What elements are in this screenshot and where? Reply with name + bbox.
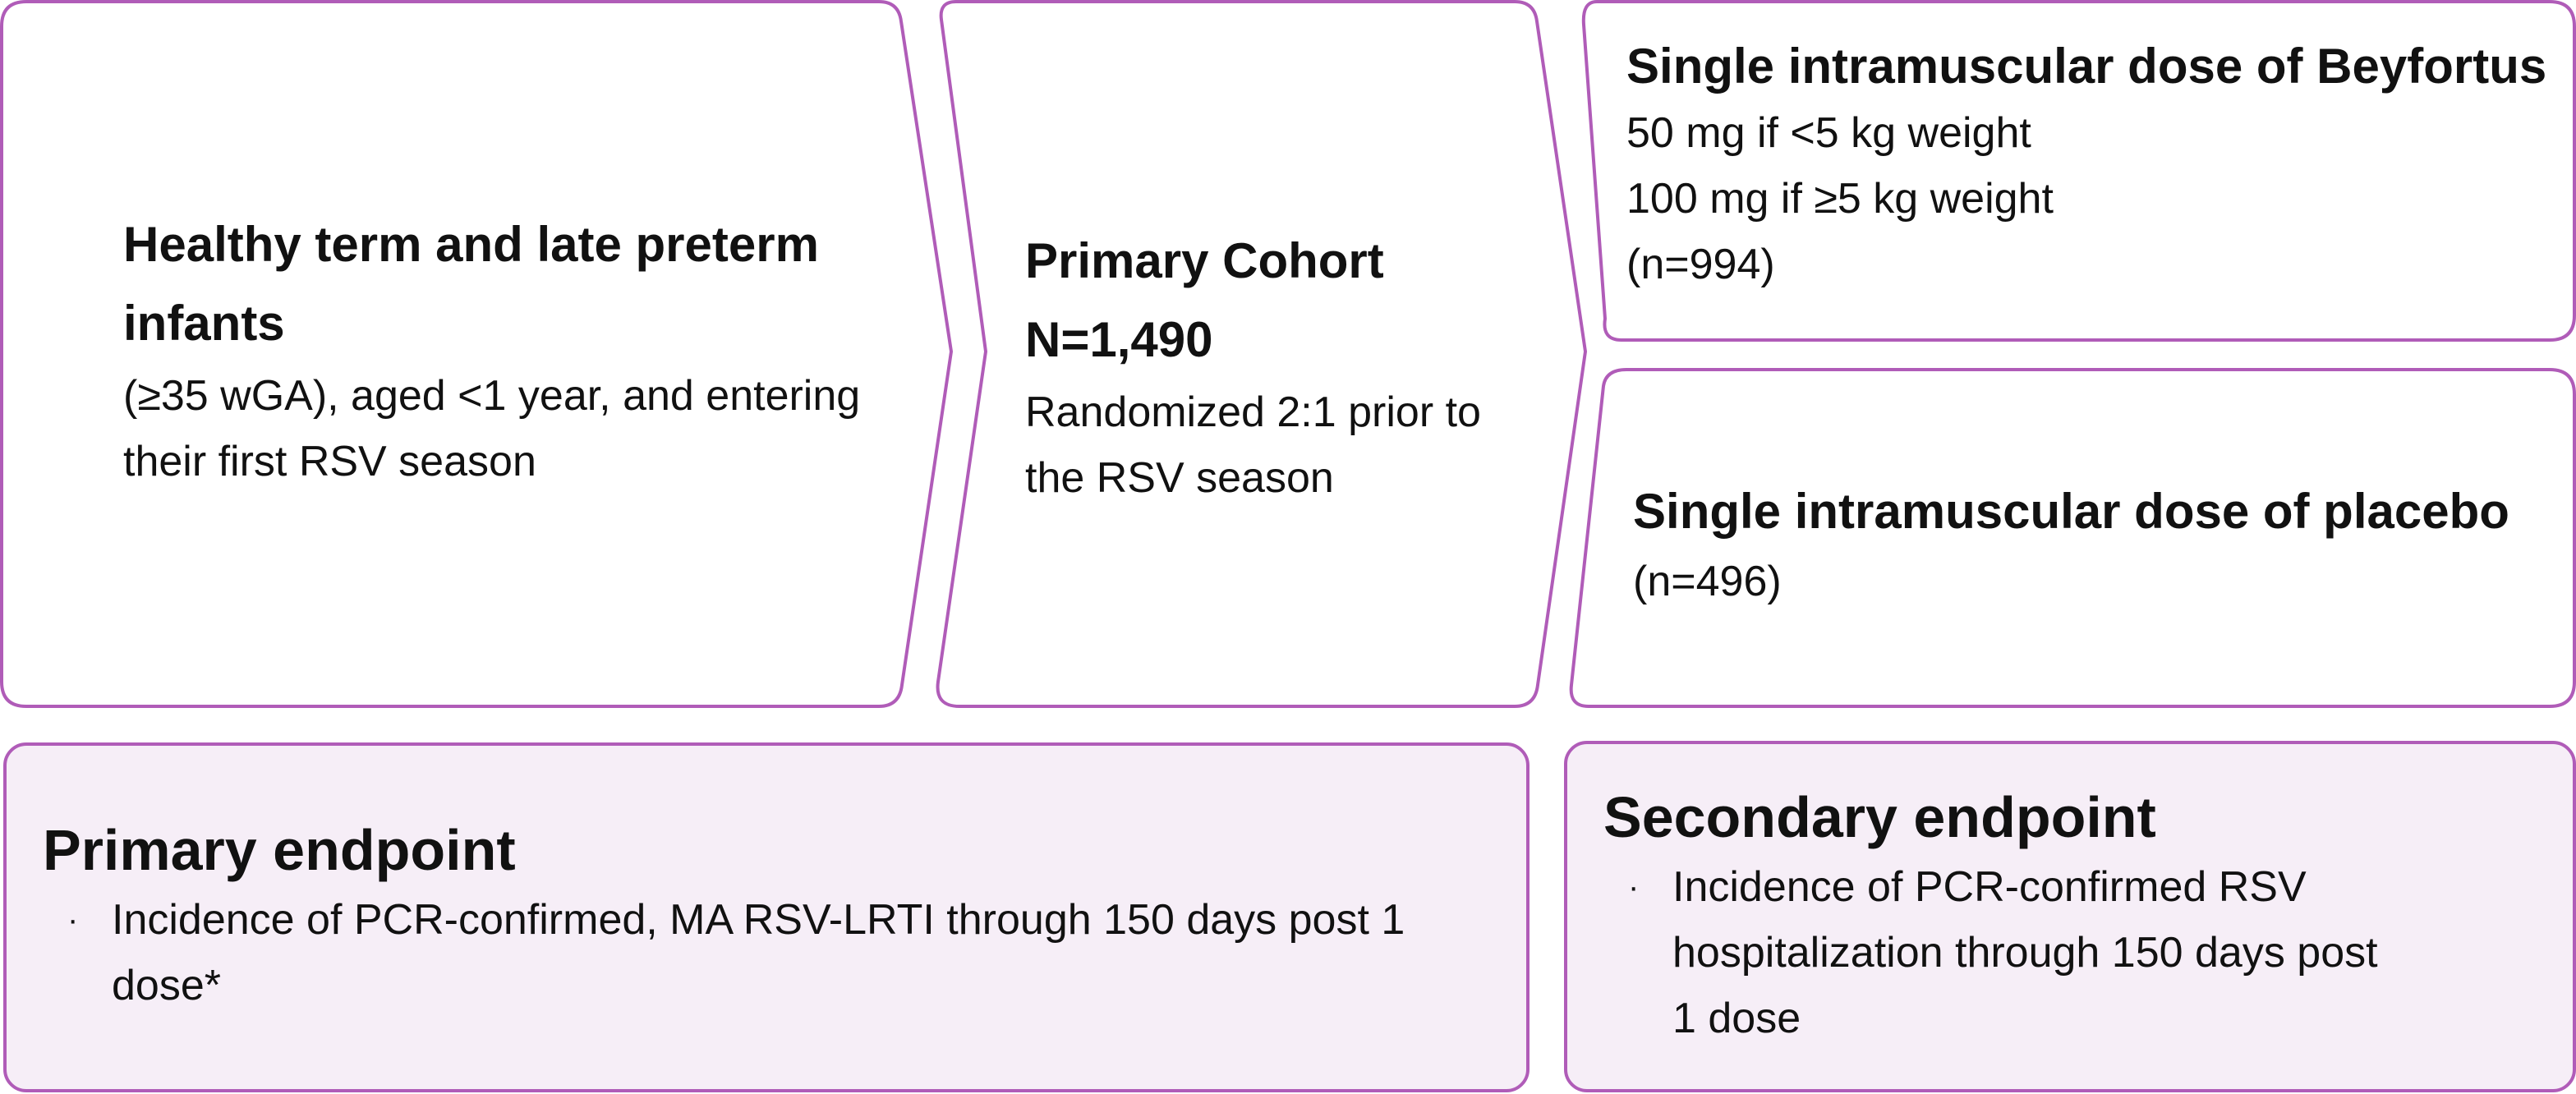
beyfortus-dose-high: 100 mg if ≥5 kg weight (1626, 175, 2054, 223)
primary-endpoint-box (3, 742, 1530, 1092)
cohort-title: Primary Cohort (1025, 233, 1384, 288)
primary-endpoint-list: · Incidence of PCR-confirmed, MA RSV-LRT… (43, 887, 1488, 1018)
population-heading: Healthy term and late preterm infants (123, 217, 819, 351)
beyfortus-arm-box (1581, 0, 2576, 342)
secondary-endpoint-title: Secondary endpoint (1603, 785, 2156, 849)
secondary-endpoint-box (1564, 741, 2576, 1092)
cohort-text: Primary Cohort N=1,490 Randomized 2:1 pr… (1025, 222, 1551, 511)
bullet-dot-icon: · (67, 902, 79, 938)
cohort-detail: Randomized 2:1 prior to the RSV season (1025, 388, 1481, 502)
placebo-arm-text: Single intramuscular dose of placebo (n=… (1633, 475, 2561, 614)
placebo-count: (n=496) (1633, 558, 1782, 605)
beyfortus-heading: Single intramuscular dose of Beyfortus (1626, 39, 2547, 94)
placebo-arm-box (1569, 368, 2576, 708)
beyfortus-arm-text: Single intramuscular dose of Beyfortus 5… (1626, 33, 2555, 297)
cohort-box (936, 0, 1587, 708)
primary-endpoint-bullet-text: Incidence of PCR-confirmed, MA RSV-LRTI … (112, 896, 1405, 1009)
primary-endpoint-item: · Incidence of PCR-confirmed, MA RSV-LRT… (43, 887, 1442, 1018)
secondary-endpoint-list: · Incidence of PCR-confirmed RSV hospita… (1603, 854, 2548, 1051)
primary-endpoint-title: Primary endpoint (43, 818, 516, 882)
bullet-dot-icon: · (1628, 869, 1640, 905)
beyfortus-count: (n=994) (1626, 241, 1775, 288)
population-box (0, 0, 953, 708)
placebo-heading: Single intramuscular dose of placebo (1633, 484, 2509, 539)
secondary-endpoint-bullet-text: Incidence of PCR-confirmed RSV hospitali… (1672, 863, 2378, 1042)
secondary-endpoint-text: Secondary endpoint · Incidence of PCR-co… (1603, 780, 2548, 1051)
secondary-endpoint-item: · Incidence of PCR-confirmed RSV hospita… (1603, 854, 2412, 1051)
cohort-count: N=1,490 (1025, 312, 1213, 367)
population-text: Healthy term and late preterm infants (≥… (123, 205, 862, 494)
primary-endpoint-text: Primary endpoint · Incidence of PCR-conf… (43, 813, 1488, 1018)
beyfortus-dose-low: 50 mg if <5 kg weight (1626, 109, 2031, 157)
population-detail: (≥35 wGA), aged <1 year, and entering th… (123, 372, 861, 485)
